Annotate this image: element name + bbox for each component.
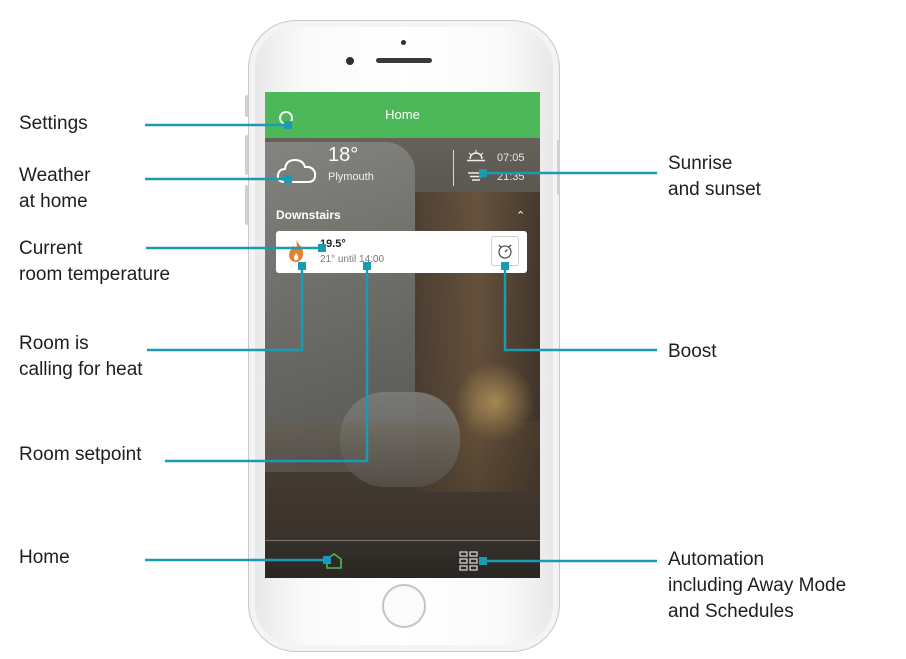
marker-setpoint (363, 262, 371, 270)
callout-room-setpoint: Room setpoint (19, 444, 142, 465)
weather-location: Plymouth (328, 171, 374, 183)
line-heat (147, 266, 304, 352)
marker-automation (479, 557, 487, 565)
front-camera (346, 57, 354, 65)
weather-divider (453, 150, 454, 186)
callout-home: Home (19, 547, 70, 568)
weather-temperature: 18° (328, 144, 359, 166)
background-floor (265, 422, 540, 542)
line-setpoint (165, 266, 369, 463)
sensor (401, 40, 406, 45)
grid-icon[interactable] (459, 551, 479, 571)
sunrise-time: 07:05 (497, 152, 525, 164)
marker-sun (479, 169, 487, 177)
mute-switch (245, 95, 248, 117)
volume-down-button (245, 185, 248, 225)
callout-boost: Boost (668, 341, 717, 362)
room-setpoint: 21° until 14:00 (320, 254, 385, 265)
callout-settings: Settings (19, 113, 88, 134)
header-title: Home (385, 107, 420, 122)
current-room-temperature: 19.5° (320, 238, 346, 250)
marker-boost (501, 262, 509, 270)
power-button (557, 140, 560, 195)
sunrise-icon (467, 150, 485, 162)
app-header: Home (265, 92, 540, 138)
zone-name: Downstairs (276, 208, 341, 222)
marker-current-temp (318, 244, 326, 252)
marker-settings (284, 121, 292, 129)
marker-weather (284, 175, 292, 183)
flame-icon (289, 240, 304, 262)
marker-home (323, 556, 331, 564)
cloud-icon (276, 158, 317, 183)
marker-heat (298, 262, 306, 270)
timer-icon (498, 244, 512, 259)
volume-up-button (245, 135, 248, 175)
line-boost (503, 266, 657, 352)
hardware-home-button[interactable] (382, 584, 426, 628)
chevron-up-icon[interactable]: ⌃ (516, 210, 526, 222)
speaker (376, 58, 432, 63)
room-card[interactable]: 19.5° 21° until 14:00 (276, 231, 527, 273)
